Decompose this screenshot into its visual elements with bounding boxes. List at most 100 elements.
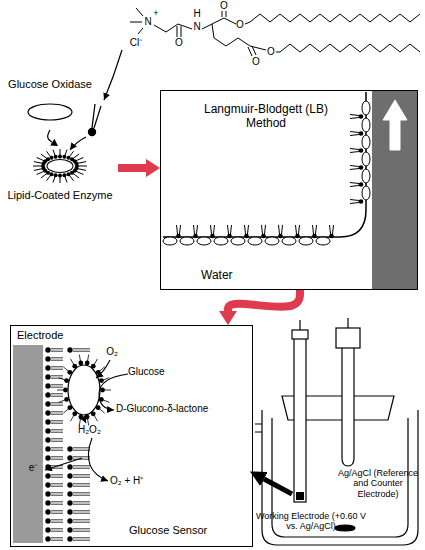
lipid-head — [50, 156, 54, 160]
lipid-head — [45, 401, 50, 406]
species-label: H₂O₂ — [78, 424, 118, 436]
reaction-arrows — [45, 360, 128, 481]
monolayer — [163, 101, 370, 245]
lipid-head — [210, 234, 215, 239]
lipid-head — [45, 365, 50, 370]
lipid-tail — [194, 225, 198, 234]
atom-label: H — [193, 8, 200, 20]
enzyme-ellipse — [362, 152, 370, 166]
lipid-tail — [37, 171, 44, 174]
enzyme-ellipse — [163, 237, 177, 245]
enzyme-node: Glucose Oxidase — [2, 78, 98, 130]
alkyl-chain — [280, 44, 420, 52]
lipid-head — [45, 410, 50, 415]
lipid-tail — [51, 376, 63, 378]
lipid-head — [67, 509, 72, 514]
lipid-tail — [73, 154, 79, 159]
lipid-tail — [51, 538, 63, 540]
node-text: Glucose Sensor — [129, 524, 249, 537]
enzyme-ellipse — [68, 365, 100, 415]
lipid-head — [45, 536, 50, 541]
lipid-tail — [53, 176, 55, 182]
water-port — [255, 424, 262, 432]
electrode-cap — [336, 328, 360, 348]
leader-arrow — [104, 50, 122, 100]
bond-line — [138, 28, 143, 34]
lift-arrow — [383, 100, 407, 150]
lipid-tail — [73, 173, 79, 178]
lipid-head — [359, 148, 364, 153]
counter-ion: Cl⁻ — [130, 37, 142, 49]
lipid-tail — [350, 183, 359, 187]
enzyme-ellipse — [28, 104, 72, 120]
enzyme-ellipse — [316, 237, 330, 245]
lipid-tail — [51, 358, 63, 360]
atom-label: N — [193, 21, 200, 33]
lipid-head — [329, 234, 334, 239]
species-label: O₂ + H⁺ — [110, 475, 170, 487]
lipid-head — [45, 482, 50, 487]
connector-group — [48, 130, 300, 311]
lipid-tail — [76, 171, 83, 174]
bond-line — [245, 22, 250, 24]
charge-label: + — [153, 8, 158, 18]
species-label: D-Glucono-δ-lactone — [116, 403, 226, 415]
lipid-head — [88, 128, 96, 136]
lipid-tail — [94, 106, 101, 128]
lipid-tail — [73, 475, 90, 477]
lipid-tail — [51, 457, 63, 459]
lipid-head — [67, 527, 72, 532]
enzyme-shape — [2, 96, 98, 128]
electrochemical-cell — [255, 318, 418, 545]
lipid-head — [359, 199, 364, 204]
lipid-head — [72, 411, 77, 416]
lipid-tail — [41, 173, 47, 178]
lipid-tail — [279, 225, 283, 234]
lipid-head — [45, 527, 50, 532]
lipid-head — [67, 405, 72, 410]
lipid-tail — [37, 158, 44, 161]
lipid-head — [46, 157, 50, 161]
bond-line — [130, 22, 142, 23]
lipid-tail — [51, 412, 63, 414]
lipid-head — [67, 446, 72, 451]
enzyme-ellipse — [231, 237, 245, 245]
lipid-tail — [73, 493, 90, 495]
lipid-tail — [51, 502, 63, 504]
coated-enzyme-node: Lipid-Coated Enzyme — [2, 146, 118, 212]
electrode-cap — [292, 330, 308, 339]
lipid-tail — [73, 484, 90, 486]
lipid-head — [45, 374, 50, 379]
lipid-tail — [34, 162, 42, 164]
lipid-tail — [51, 430, 63, 432]
lipid-tail — [47, 175, 51, 181]
lipid-tail — [69, 175, 73, 181]
species-label: Glucose — [128, 366, 188, 378]
lipid-head — [50, 172, 54, 176]
lipid-tail — [51, 448, 63, 450]
lipid-head — [45, 473, 50, 478]
substrate-plate — [372, 91, 417, 289]
lipid-head — [72, 364, 77, 369]
lipid-head — [193, 234, 198, 239]
lipid-tail — [79, 166, 88, 167]
node-title: Glucose Oxidase — [2, 78, 98, 91]
lipid-head — [45, 491, 50, 496]
lipid-head — [78, 415, 83, 420]
lipid-head — [67, 536, 72, 541]
reaction-arrow — [88, 438, 108, 481]
lipid-head — [67, 500, 72, 505]
reaction-arrow — [45, 458, 82, 470]
lipid-head — [67, 491, 72, 496]
bond-line — [222, 11, 223, 17]
lipid-tail — [51, 421, 63, 423]
atom-label: O — [236, 19, 244, 31]
lipid-head — [78, 361, 83, 366]
working-electrode-body — [294, 338, 306, 502]
lipid-tail — [73, 349, 90, 351]
lipid-head — [58, 155, 62, 159]
lipid-head — [67, 473, 72, 478]
lipid-tail — [47, 151, 51, 157]
lipid-head — [74, 162, 78, 166]
lipid-tail — [350, 149, 359, 153]
